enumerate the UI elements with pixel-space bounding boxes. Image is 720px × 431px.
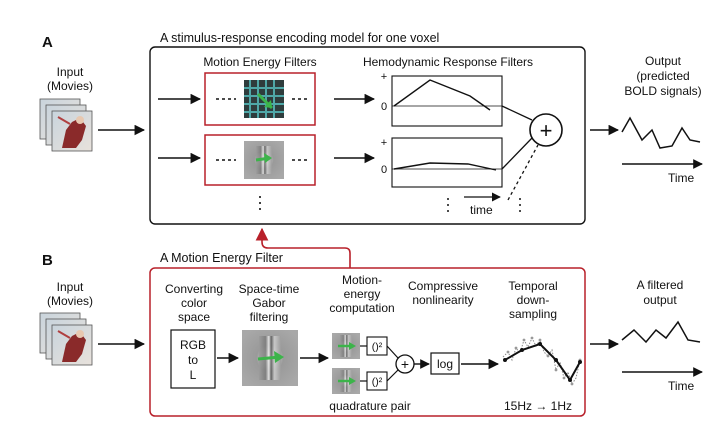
step-gabor-heading-2: Gabor bbox=[252, 296, 285, 310]
dashed-to-sum-line bbox=[507, 144, 539, 201]
sum-symbol: + bbox=[540, 118, 553, 143]
hrf-plot-1 bbox=[391, 75, 503, 127]
motion-filter-2 bbox=[204, 134, 316, 186]
gabor-filter-icon bbox=[244, 141, 284, 179]
hrf2-curve bbox=[393, 162, 497, 171]
hrf-title: Hemodynamic Response Filters bbox=[363, 55, 533, 69]
step-color-heading-3: space bbox=[178, 310, 210, 324]
hrf1-curve bbox=[393, 79, 491, 111]
panel-a-input-label: Input bbox=[57, 65, 84, 79]
step-downsample-heading-3: sampling bbox=[509, 307, 557, 321]
filtered-signal bbox=[621, 320, 701, 344]
downsampling-plot bbox=[502, 336, 582, 386]
filtered-time-label: Time bbox=[668, 379, 695, 393]
predicted-bold-signal bbox=[621, 116, 701, 149]
step-gabor-heading-3: filtering bbox=[250, 310, 289, 324]
log-box bbox=[430, 352, 460, 375]
square-label-2: ()² bbox=[372, 376, 383, 388]
output-label-3: BOLD signals) bbox=[624, 84, 701, 98]
panel-b-frame bbox=[149, 267, 586, 417]
panel-b-input-label-2: (Movies) bbox=[47, 294, 93, 308]
square2-to-sum-line bbox=[386, 369, 399, 382]
log-label: log bbox=[437, 357, 453, 371]
step-downsample-heading: Temporal bbox=[508, 279, 557, 293]
motion-filter-1 bbox=[204, 72, 316, 126]
hrf1-to-sum-line bbox=[501, 105, 533, 121]
step-downsample-heading-2: down- bbox=[517, 293, 550, 307]
hrf2-to-sum-line bbox=[501, 137, 533, 170]
step-color-heading-2: color bbox=[181, 296, 207, 310]
rgb-l-label: L bbox=[190, 368, 197, 382]
step-color-heading: Converting bbox=[165, 282, 223, 296]
step-gabor-heading: Space-time bbox=[239, 282, 300, 296]
rgb-to-l-box bbox=[170, 329, 216, 389]
square-label-1: ()² bbox=[372, 341, 383, 353]
gabor-icon bbox=[242, 330, 298, 386]
output-label-2: (predicted bbox=[636, 69, 689, 83]
hrf2-zero-label: 0 bbox=[381, 164, 387, 176]
panel-a-letter: A bbox=[42, 34, 53, 51]
step-energy-heading: Motion- bbox=[342, 273, 382, 287]
panel-b-input-label: Input bbox=[57, 280, 84, 294]
square1-to-sum-line bbox=[386, 345, 399, 359]
motion-filters-title: Motion Energy Filters bbox=[203, 55, 316, 69]
time-label: time bbox=[470, 203, 493, 217]
panel-a-movie-stack-icon bbox=[39, 98, 93, 152]
sum-node bbox=[529, 113, 563, 147]
filtered-output-label: A filtered bbox=[637, 278, 684, 292]
hrf2-plus-label: + bbox=[381, 137, 387, 149]
energy-sum-symbol: + bbox=[401, 356, 409, 372]
filtered-output-label-2: output bbox=[643, 293, 677, 307]
panel-a-title: A stimulus-response encoding model for o… bbox=[160, 31, 439, 45]
step-compress-heading-2: nonlinearity bbox=[412, 293, 473, 307]
gabor-icon bbox=[332, 368, 360, 394]
step-compress-heading: Compressive bbox=[408, 279, 478, 293]
quadrature-pair-label: quadrature pair bbox=[329, 399, 410, 413]
panel-b-movie-stack-icon bbox=[39, 312, 93, 366]
panel-a-input-label-2: (Movies) bbox=[47, 79, 93, 93]
output-time-label: Time bbox=[668, 171, 695, 185]
step-energy-heading-2: energy bbox=[344, 287, 381, 301]
panel-b-letter: B bbox=[42, 252, 53, 269]
rgb-label: RGB bbox=[180, 338, 206, 352]
panel-b-title: A Motion Energy Filter bbox=[160, 251, 283, 265]
step-energy-heading-3: computation bbox=[329, 301, 394, 315]
output-label: Output bbox=[645, 54, 682, 68]
grid-filter-icon bbox=[244, 80, 284, 118]
rgb-to-label: to bbox=[188, 353, 198, 367]
hrf1-zero-label: 0 bbox=[381, 101, 387, 113]
hrf-plot-2 bbox=[391, 137, 503, 188]
panel-a-frame bbox=[149, 46, 586, 225]
gabor-icon bbox=[332, 333, 360, 359]
rate-label: 15Hz → 1Hz bbox=[504, 399, 572, 413]
hrf1-plus-label: + bbox=[381, 71, 387, 83]
panel-b-to-a-connector bbox=[255, 227, 351, 268]
